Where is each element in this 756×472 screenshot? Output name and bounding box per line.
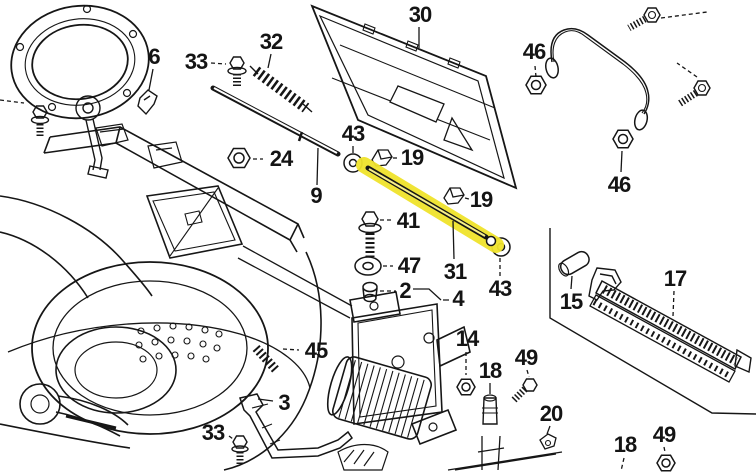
part-callout-43[interactable]: 43 <box>341 121 366 146</box>
part-callout-2[interactable]: 2 <box>399 278 411 303</box>
highlighted-part-rod-31[interactable] <box>356 157 504 253</box>
bolts-drawing <box>227 56 538 464</box>
part-callout-32[interactable]: 32 <box>259 29 284 54</box>
part-callout-30[interactable]: 30 <box>408 2 433 27</box>
part-callout-14[interactable]: 14 <box>455 326 480 351</box>
part-callout-47[interactable]: 47 <box>397 253 422 278</box>
part-callout-4[interactable]: 4 <box>452 286 464 311</box>
wire-46-drawing <box>545 27 650 131</box>
part-callout-43[interactable]: 43 <box>488 276 513 301</box>
part-callout-41[interactable]: 41 <box>396 208 421 233</box>
bracket-3-drawing <box>239 344 353 459</box>
part-callout-31[interactable]: 31 <box>443 259 468 284</box>
engine-assembly-drawing <box>326 291 563 471</box>
part-callout-9[interactable]: 9 <box>310 183 322 208</box>
mower-deck-drawing <box>0 123 353 471</box>
part-callout-3[interactable]: 3 <box>278 390 290 415</box>
part-callout-17[interactable]: 17 <box>663 266 688 291</box>
part-callout-33[interactable]: 33 <box>184 49 209 74</box>
part-callout-49[interactable]: 49 <box>514 345 539 370</box>
rear-shield-30-drawing <box>310 4 518 190</box>
part-callout-46[interactable]: 46 <box>607 172 632 197</box>
cover-plate-drawing <box>10 4 150 120</box>
molding-17-drawing <box>549 228 756 415</box>
leader-lines <box>148 11 708 472</box>
nuts-drawing <box>227 75 634 396</box>
rod-9-drawing <box>210 85 341 157</box>
clips-drawing <box>137 89 557 450</box>
part-callout-20[interactable]: 20 <box>539 401 564 426</box>
part-callout-24[interactable]: 24 <box>269 146 294 171</box>
part-callout-19[interactable]: 19 <box>469 187 494 212</box>
part-callout-49[interactable]: 49 <box>652 422 677 447</box>
top-right-bolts-drawing <box>627 7 711 107</box>
part-callout-18[interactable]: 18 <box>478 358 503 383</box>
part-callout-18[interactable]: 18 <box>613 432 638 457</box>
part-callout-45[interactable]: 45 <box>304 338 329 363</box>
spring-32-drawing <box>249 65 313 113</box>
part-callout-6[interactable]: 6 <box>148 44 160 69</box>
part-callout-33[interactable]: 33 <box>201 420 226 445</box>
left-hardware-drawing <box>0 95 109 179</box>
part-callout-46[interactable]: 46 <box>522 39 547 64</box>
bottom-right-hardware-drawing <box>656 454 676 472</box>
part-callout-19[interactable]: 19 <box>400 145 425 170</box>
part-callout-15[interactable]: 15 <box>559 289 584 314</box>
